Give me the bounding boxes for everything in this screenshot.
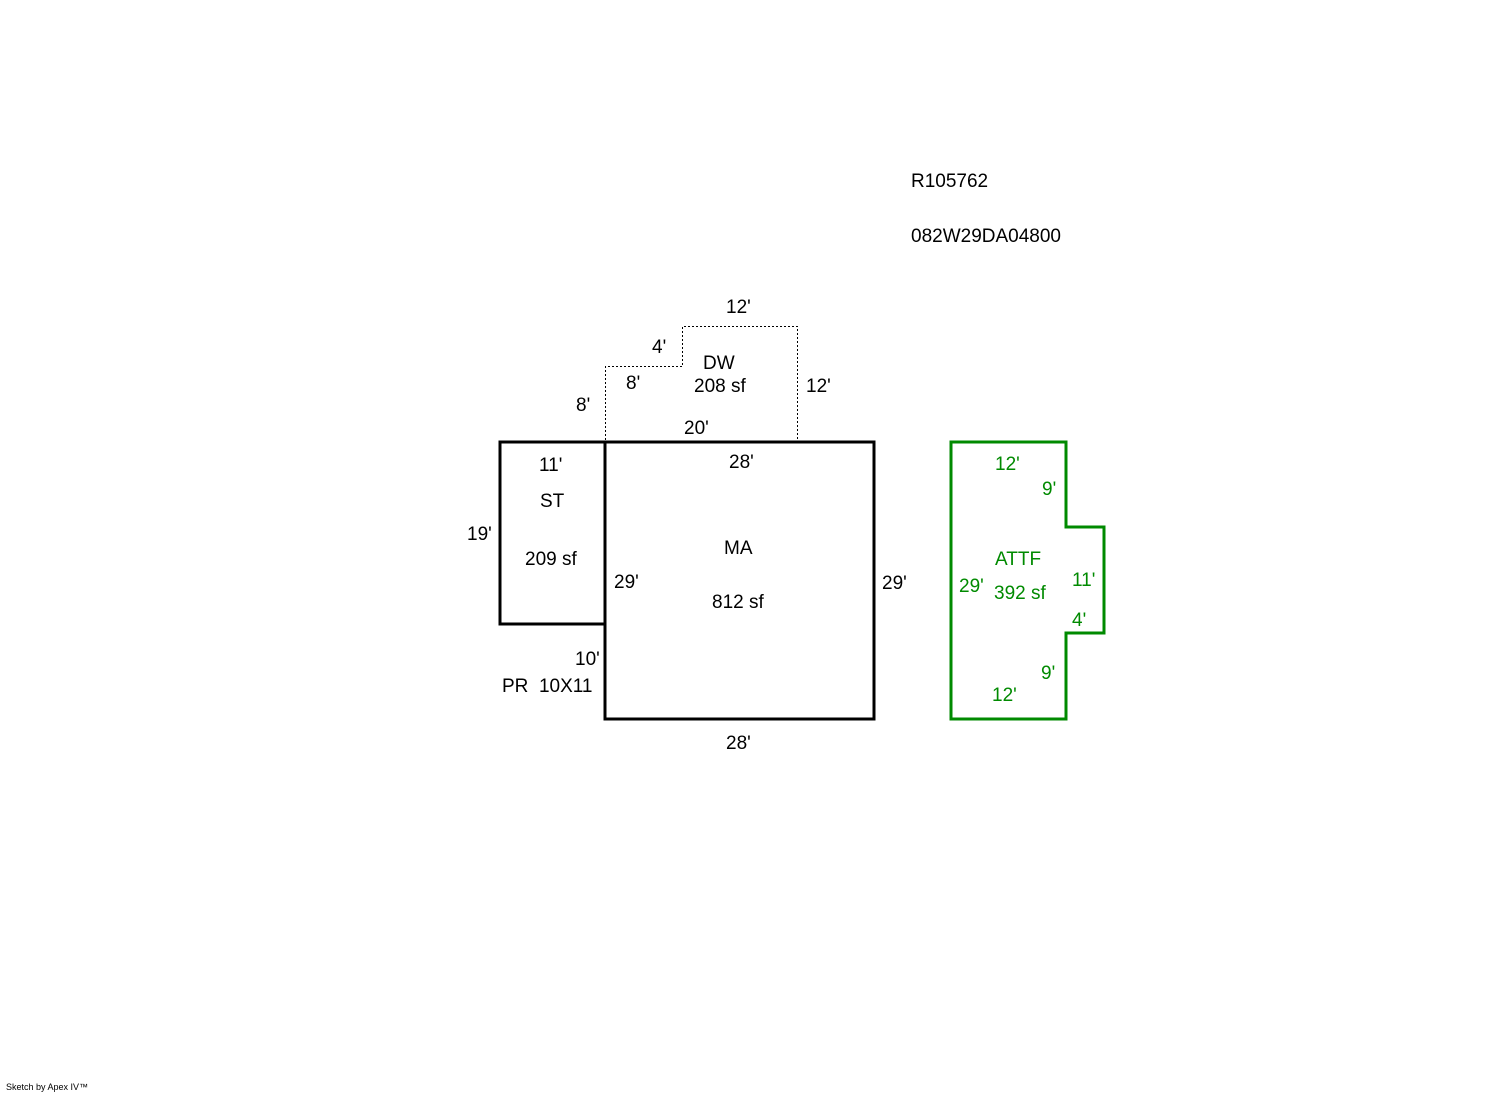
st-dim-left: 19' xyxy=(467,524,492,545)
dw-dim-step-side: 8' xyxy=(626,373,640,394)
account-number: R105762 xyxy=(911,171,989,192)
ma-area: 812 sf xyxy=(712,592,764,613)
st-dim-top: 11' xyxy=(539,455,562,476)
attf-dim-lower-notch: 9' xyxy=(1041,663,1055,684)
attf-outline xyxy=(949,440,1106,721)
dw-code: DW xyxy=(703,353,735,374)
attf-area: 392 sf xyxy=(994,583,1046,604)
ma-dim-top: 28' xyxy=(729,452,754,473)
attf-dim-left: 29' xyxy=(959,576,984,597)
dw-outline xyxy=(605,326,798,440)
ma-outline xyxy=(603,440,876,721)
sketch-credit: Sketch by Apex IV™ xyxy=(6,1082,89,1092)
attf-code: ATTF xyxy=(995,549,1041,570)
attf-dim-upper-notch: 9' xyxy=(1042,479,1056,500)
pr-dim: 10' xyxy=(575,649,600,670)
ma-dim-bottom: 28' xyxy=(726,733,751,754)
attf-dim-notch-depth: 4' xyxy=(1072,610,1086,631)
st-code: ST xyxy=(540,491,565,512)
dw-dim-right: 12' xyxy=(806,376,831,397)
pr-label: PR 10X11 xyxy=(502,676,592,697)
st-area: 209 sf xyxy=(525,549,577,570)
ma-dim-left: 29' xyxy=(614,572,639,593)
dw-dim-step-top: 4' xyxy=(652,337,666,358)
attf-dim-top: 12' xyxy=(995,454,1020,475)
dw-area: 208 sf xyxy=(694,376,746,397)
dw-dim-left: 8' xyxy=(576,395,590,416)
ma-dim-right: 29' xyxy=(882,573,907,594)
attf-dim-right: 11' xyxy=(1072,570,1095,591)
ma-code: MA xyxy=(724,538,753,559)
dw-dim-bottom: 20' xyxy=(684,418,709,439)
attf-dim-bottom: 12' xyxy=(992,685,1017,706)
parcel-number: 082W29DA04800 xyxy=(911,226,1061,247)
dw-dim-top: 12' xyxy=(726,297,751,318)
